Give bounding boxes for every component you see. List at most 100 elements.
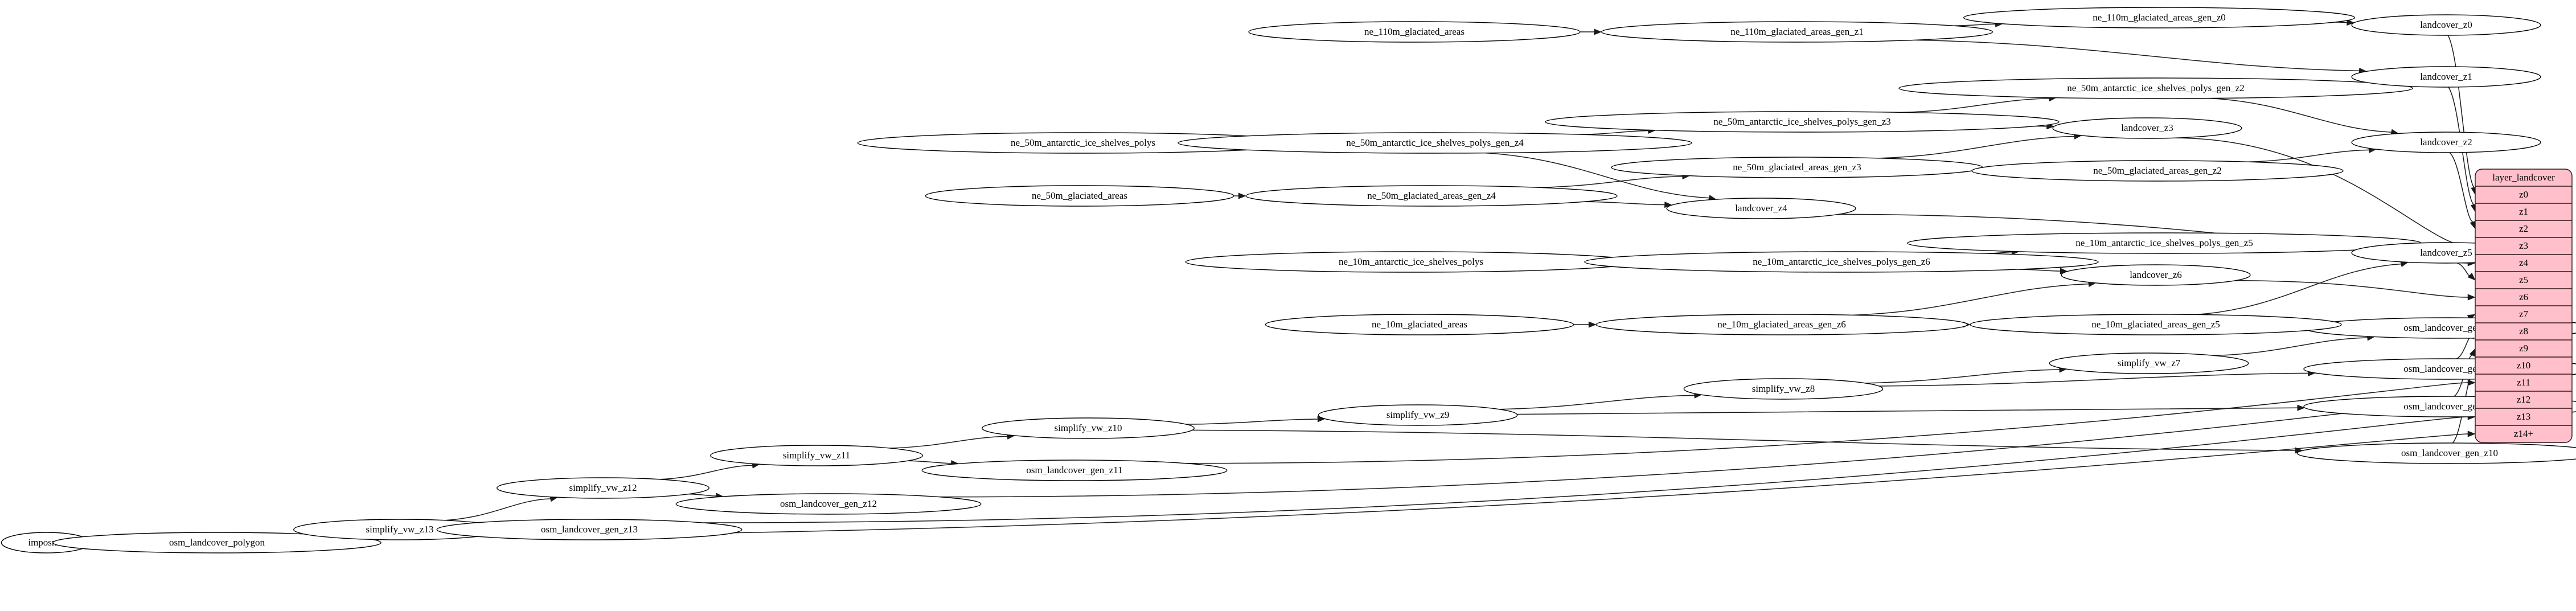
node-label: ne_10m_antarctic_ice_shelves_polys_gen_z… — [1753, 256, 1930, 267]
edge-arrowhead — [2297, 404, 2306, 411]
node-ellipse — [2351, 14, 2541, 36]
node-label: ne_50m_antarctic_ice_shelves_polys_gen_z… — [1713, 116, 1891, 127]
node-ellipse — [52, 532, 382, 553]
table-row-z2[interactable]: z2 — [2519, 223, 2528, 234]
node-ellipse — [1245, 185, 1618, 207]
edge-ne_50m_glaciated_areas_gen_z2--to--landcover_z2 — [2248, 149, 2369, 163]
node-simplify_vw_z13[interactable]: simplify_vw_z13 — [293, 519, 506, 540]
node-ne_50m_antarctic_ice_shelves_polys[interactable]: ne_50m_antarctic_ice_shelves_polys — [857, 132, 1309, 154]
edge-ne_50m_glaciated_areas_gen_z3--to--landcover_z3 — [1878, 136, 2074, 159]
table-row-z6[interactable]: z6 — [2519, 292, 2528, 302]
table-row-z13[interactable]: z13 — [2517, 411, 2531, 422]
table-row-z9[interactable]: z9 — [2519, 343, 2528, 354]
node-ne_50m_glaciated_areas_gen_z2[interactable]: ne_50m_glaciated_areas_gen_z2 — [1971, 160, 2344, 182]
table-row-z14plus[interactable]: z14+ — [2514, 428, 2533, 439]
node-ne_50m_glaciated_areas_gen_z4[interactable]: ne_50m_glaciated_areas_gen_z4 — [1245, 185, 1618, 207]
node-label: landcover_z5 — [2420, 247, 2472, 258]
table-row-z1[interactable]: z1 — [2519, 206, 2528, 217]
node-landcover_z2[interactable]: landcover_z2 — [2351, 132, 2541, 153]
node-ne_10m_antarctic_ice_shelves_polys_gen_z6[interactable]: ne_10m_antarctic_ice_shelves_polys_gen_z… — [1584, 251, 2099, 273]
node-ne_50m_glaciated_areas_gen_z3[interactable]: ne_50m_glaciated_areas_gen_z3 — [1611, 157, 1983, 178]
node-ne_10m_antarctic_ice_shelves_polys_gen_z5[interactable]: ne_10m_antarctic_ice_shelves_polys_gen_z… — [1907, 232, 2422, 254]
edge-ne_10m_glaciated_areas_gen_z5--to--landcover_z5 — [2196, 263, 2401, 315]
node-ellipse — [1970, 314, 2342, 335]
table-row-z7[interactable]: z7 — [2519, 309, 2529, 319]
edge-landcover_z6--to--layer_landcover_z6 — [2235, 280, 2468, 298]
table-row-z5[interactable]: z5 — [2519, 274, 2528, 285]
node-ne_110m_glaciated_areas_gen_z0[interactable]: ne_110m_glaciated_areas_gen_z0 — [1963, 7, 2356, 28]
node-ellipse — [1595, 314, 1968, 335]
node-label: ne_50m_antarctic_ice_shelves_polys_gen_z… — [1346, 137, 1524, 148]
node-label: osm_landcover_gen_z8 — [2403, 363, 2495, 374]
node-imposm3[interactable]: imposm3 — [1, 532, 92, 553]
node-ne_10m_glaciated_areas_gen_z5[interactable]: ne_10m_glaciated_areas_gen_z5 — [1970, 314, 2342, 335]
node-ne_10m_glaciated_areas_gen_z6[interactable]: ne_10m_glaciated_areas_gen_z6 — [1595, 314, 1968, 335]
node-ellipse — [925, 185, 1234, 207]
node-ne_50m_antarctic_ice_shelves_polys_gen_z3[interactable]: ne_50m_antarctic_ice_shelves_polys_gen_z… — [1545, 111, 2060, 133]
table-row-z3[interactable]: z3 — [2519, 240, 2528, 251]
edge-ne_10m_glaciated_areas_gen_z6--to--landcover_z6 — [1853, 283, 2089, 316]
node-ellipse — [1318, 404, 1518, 426]
node-ne_110m_glaciated_areas[interactable]: ne_110m_glaciated_areas — [1248, 21, 1581, 43]
edge-arrowhead — [2467, 430, 2476, 437]
node-landcover_z1[interactable]: landcover_z1 — [2351, 66, 2541, 88]
edge-arrowhead — [1594, 28, 1602, 35]
node-ellipse — [1265, 314, 1574, 335]
node-landcover_z4[interactable]: landcover_z4 — [1666, 198, 1856, 219]
layer-landcover-table: layer_landcoverz0z1z2z3z4z5z6z7z8z9z10z1… — [2475, 169, 2573, 443]
table-row-z12[interactable]: z12 — [2517, 394, 2531, 405]
node-ellipse — [1971, 160, 2344, 182]
node-ellipse — [1683, 378, 1884, 400]
node-label: ne_50m_glaciated_areas — [1032, 190, 1127, 201]
edge-simplify_vw_z11--to--simplify_vw_z10 — [889, 436, 1008, 449]
edge-osm_landcover_gen_z8--to--layer_landcover_z8 — [2456, 337, 2472, 359]
node-label: simplify_vw_z9 — [1387, 409, 1450, 420]
node-simplify_vw_z11[interactable]: simplify_vw_z11 — [710, 445, 923, 466]
node-ellipse — [1248, 21, 1581, 43]
node-osm_landcover_gen_z12[interactable]: osm_landcover_gen_z12 — [675, 493, 982, 515]
node-label: ne_10m_antarctic_ice_shelves_polys_gen_z… — [2075, 237, 2253, 248]
edge-ne_50m_antarctic_ice_shelves_polys_gen_z4--to--ne_50m_antarctic_ice_shelves_polys_gen_z3 — [1581, 130, 1648, 135]
node-ellipse — [1178, 132, 1692, 154]
edge-simplify_vw_z8--to--osm_landcover_gen_z8 — [1878, 372, 2308, 387]
node-simplify_vw_z8[interactable]: simplify_vw_z8 — [1683, 378, 1884, 400]
node-osm_landcover_gen_z13[interactable]: osm_landcover_gen_z13 — [436, 519, 743, 540]
node-landcover_z3[interactable]: landcover_z3 — [2052, 117, 2242, 139]
edge-arrowhead — [1588, 321, 1597, 328]
node-osm_landcover_gen_z10[interactable]: osm_landcover_gen_z10 — [2296, 442, 2576, 464]
node-simplify_vw_z10[interactable]: simplify_vw_z10 — [982, 417, 1195, 439]
node-ne_50m_antarctic_ice_shelves_polys_gen_z4[interactable]: ne_50m_antarctic_ice_shelves_polys_gen_z… — [1178, 132, 1692, 154]
table-row-z0[interactable]: z0 — [2519, 189, 2528, 200]
node-ne_110m_glaciated_areas_gen_z1[interactable]: ne_110m_glaciated_areas_gen_z1 — [1601, 21, 1993, 43]
edge-arrowhead — [2347, 19, 2355, 26]
node-label: ne_10m_glaciated_areas — [1372, 319, 1467, 330]
node-label: simplify_vw_z13 — [366, 524, 434, 535]
node-landcover_z6[interactable]: landcover_z6 — [2061, 264, 2251, 286]
node-osm_landcover_gen_z11[interactable]: osm_landcover_gen_z11 — [921, 460, 1228, 481]
node-ne_10m_glaciated_areas[interactable]: ne_10m_glaciated_areas — [1265, 314, 1574, 335]
edge-arrowhead — [2467, 379, 2476, 386]
node-label: landcover_z3 — [2121, 122, 2173, 133]
node-simplify_vw_z12[interactable]: simplify_vw_z12 — [497, 477, 709, 499]
node-ellipse — [921, 460, 1228, 481]
node-ne_50m_antarctic_ice_shelves_polys_gen_z2[interactable]: ne_50m_antarctic_ice_shelves_polys_gen_z… — [1898, 77, 2413, 99]
node-simplify_vw_z7[interactable]: simplify_vw_z7 — [2049, 352, 2249, 374]
edge-ne_50m_antarctic_ice_shelves_polys_gen_z3--to--ne_50m_antarctic_ice_shelves_polys_gen_z2 — [1901, 98, 2049, 113]
edge-landcover_z3--to--layer_landcover_z3 — [2174, 137, 2468, 247]
node-ne_50m_glaciated_areas[interactable]: ne_50m_glaciated_areas — [925, 185, 1234, 207]
node-label: landcover_z1 — [2420, 71, 2472, 82]
table-row-z10[interactable]: z10 — [2517, 360, 2531, 371]
node-osm_landcover_polygon[interactable]: osm_landcover_polygon — [52, 532, 382, 553]
node-label: osm_landcover_polygon — [169, 537, 265, 548]
node-landcover_z0[interactable]: landcover_z0 — [2351, 14, 2541, 36]
table-row-z8[interactable]: z8 — [2519, 326, 2528, 337]
node-simplify_vw_z9[interactable]: simplify_vw_z9 — [1318, 404, 1518, 426]
table-row-z4[interactable]: z4 — [2519, 257, 2529, 268]
table-row-z11[interactable]: z11 — [2517, 377, 2530, 388]
node-ne_10m_antarctic_ice_shelves_polys[interactable]: ne_10m_antarctic_ice_shelves_polys — [1185, 251, 1637, 273]
edge-landcover_z2--to--layer_landcover_z2 — [2449, 152, 2474, 223]
node-label: landcover_z0 — [2420, 19, 2472, 30]
node-ellipse — [436, 519, 743, 540]
node-label: ne_50m_antarctic_ice_shelves_polys — [1011, 137, 1155, 148]
